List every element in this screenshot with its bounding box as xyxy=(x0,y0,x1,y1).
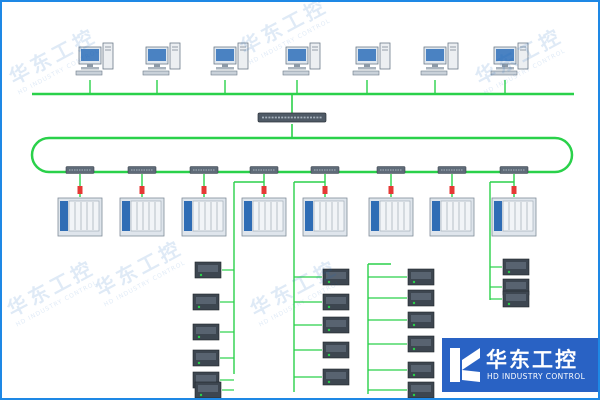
field-device xyxy=(490,258,530,276)
device-icon xyxy=(322,316,350,334)
device-icon xyxy=(407,311,435,329)
plc-station xyxy=(119,165,165,237)
plc-station xyxy=(241,165,287,237)
computer-icon xyxy=(142,42,181,76)
workstation xyxy=(282,42,321,94)
alarm-light-icon xyxy=(449,186,455,194)
plc-cabinet-icon xyxy=(181,197,227,237)
ring-switch-icon xyxy=(310,165,340,175)
computer-icon xyxy=(282,42,321,76)
plc-cabinet-icon xyxy=(429,197,475,237)
brand-logo: 华东工控 HD INDUSTRY CONTROL xyxy=(442,338,598,392)
field-device xyxy=(368,361,435,379)
field-device xyxy=(194,381,234,398)
alarm-light-icon xyxy=(77,186,83,194)
core-switch xyxy=(257,94,327,138)
device-icon xyxy=(322,268,350,286)
field-device xyxy=(294,293,350,311)
field-device xyxy=(490,290,530,308)
computer-icon xyxy=(75,42,114,76)
ring-switch-icon xyxy=(189,165,219,175)
brand-name: 华东工控 xyxy=(486,348,578,372)
device-icon xyxy=(192,349,220,367)
ring-switch-icon xyxy=(249,165,279,175)
field-device xyxy=(294,268,350,286)
device-icon xyxy=(192,293,220,311)
device-icon xyxy=(502,258,530,276)
field-device xyxy=(490,278,530,296)
field-device xyxy=(368,311,435,329)
ring-switch-icon xyxy=(437,165,467,175)
field-device xyxy=(192,349,234,367)
field-device xyxy=(192,371,234,389)
plc-cabinet-icon xyxy=(368,197,414,237)
plc-station xyxy=(302,165,348,237)
brand-icon xyxy=(450,348,480,382)
field-device xyxy=(368,268,435,286)
device-icon xyxy=(407,335,435,353)
plc-station xyxy=(368,165,414,237)
computer-icon xyxy=(210,42,249,76)
field-device xyxy=(194,261,234,279)
workstation xyxy=(420,42,459,94)
computer-icon xyxy=(490,42,529,76)
plc-cabinet-icon xyxy=(241,197,287,237)
alarm-light-icon xyxy=(322,186,328,194)
alarm-light-icon xyxy=(388,186,394,194)
field-device xyxy=(294,368,350,386)
device-icon xyxy=(192,323,220,341)
plc-station xyxy=(491,165,537,237)
workstation xyxy=(490,42,529,94)
ring-switch-icon xyxy=(376,165,406,175)
device-icon xyxy=(194,381,222,398)
alarm-light-icon xyxy=(511,186,517,194)
device-icon xyxy=(322,368,350,386)
alarm-light-icon xyxy=(261,186,267,194)
device-icon xyxy=(407,268,435,286)
device-icon xyxy=(407,381,435,398)
workstation xyxy=(352,42,391,94)
field-device xyxy=(368,335,435,353)
plc-stations xyxy=(57,165,537,237)
field-devices xyxy=(192,181,530,398)
field-device xyxy=(294,316,350,334)
field-device xyxy=(192,293,234,311)
plc-cabinet-icon xyxy=(302,197,348,237)
plc-cabinet-icon xyxy=(57,197,103,237)
plc-station xyxy=(57,165,103,237)
device-icon xyxy=(407,289,435,307)
field-device xyxy=(368,289,435,307)
plc-station xyxy=(429,165,475,237)
alarm-light-icon xyxy=(139,186,145,194)
ring-switch-icon xyxy=(65,165,95,175)
fiber-ring xyxy=(30,136,574,174)
device-icon xyxy=(194,261,222,279)
computer-icon xyxy=(352,42,391,76)
monitoring-workstations xyxy=(75,42,529,94)
device-icon xyxy=(502,290,530,308)
alarm-light-icon xyxy=(201,186,207,194)
workstation xyxy=(210,42,249,94)
plc-cabinet-icon xyxy=(491,197,537,237)
computer-icon xyxy=(420,42,459,76)
plc-station xyxy=(181,165,227,237)
field-device xyxy=(294,341,350,359)
field-device xyxy=(192,323,234,341)
device-icon xyxy=(322,341,350,359)
device-icon xyxy=(322,293,350,311)
device-icon xyxy=(407,361,435,379)
field-device xyxy=(368,381,435,398)
ring-switch-icon xyxy=(499,165,529,175)
ring-switch-icon xyxy=(127,165,157,175)
brand-tagline: HD INDUSTRY CONTROL xyxy=(487,372,586,381)
workstation xyxy=(75,42,114,94)
workstation xyxy=(142,42,181,94)
plc-cabinet-icon xyxy=(119,197,165,237)
